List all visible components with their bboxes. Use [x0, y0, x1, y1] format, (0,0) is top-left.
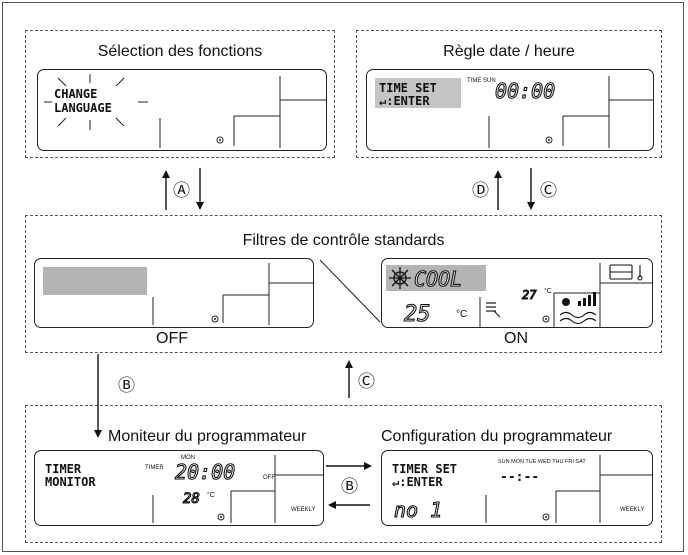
timer-monitor-display: TIMER MONITOR TIMER MON 20:00 OFF 28 °C …	[34, 450, 324, 526]
function-selection-panel: Sélection des fonctions CHANGE LANG	[25, 30, 335, 158]
on-mode-label: COOL	[414, 267, 462, 291]
timer-monitor-weekly: WEEKLY	[291, 507, 316, 513]
standard-control-panel: Filtres de contrôle standards OFF	[25, 215, 662, 353]
timer-monitor-lcd: TIMER MONITOR TIMER MON 20:00 OFF 28 °C …	[45, 455, 323, 523]
timer-config-weekly: WEEKLY	[620, 507, 645, 513]
off-on-divider	[319, 259, 381, 323]
function-selection-display: CHANGE LANGUAGE	[37, 69, 327, 151]
timer-monitor-panel: Moniteur du programmateur Configuration …	[25, 405, 662, 543]
on-set-temp-unit: °C	[456, 309, 467, 320]
timer-config-title: Configuration du programmateur	[381, 428, 613, 445]
date-time-clock: 00:00	[495, 79, 555, 103]
timer-monitor-unit: °C	[207, 491, 215, 499]
on-display: COOL 25 °C 27 °C	[381, 258, 653, 328]
function-selection-lcd: CHANGE LANGUAGE	[44, 74, 326, 148]
on-lcd: COOL 25 °C 27 °C	[386, 263, 652, 327]
on-room-temp: 27	[522, 288, 537, 302]
date-time-line2: ↵:ENTER	[379, 94, 430, 108]
date-time-indicator: TIME SUN	[467, 78, 496, 84]
date-time-display: TIME SET ↵:ENTER TIME SUN 00:00	[366, 69, 654, 151]
timer-monitor-off: OFF	[263, 475, 275, 481]
off-caption: OFF	[156, 330, 188, 347]
standard-control-title: Filtres de contrôle standards	[242, 232, 445, 249]
date-time-lcd: TIME SET ↵:ENTER TIME SUN 00:00	[375, 76, 653, 148]
off-lcd	[43, 263, 313, 325]
timer-config-display: TIMER SET ↵:ENTER SUN MON TUE WED THU FR…	[381, 450, 653, 526]
date-time-title: Règle date / heure	[443, 43, 575, 60]
on-set-temp: 25	[404, 302, 431, 327]
function-selection-line2: LANGUAGE	[54, 101, 112, 115]
timer-monitor-line2: MONITOR	[45, 475, 96, 489]
timer-config-days: SUN MON TUE WED THU FRI SAT	[498, 459, 586, 465]
timer-monitor-day: MON	[181, 455, 195, 461]
timer-monitor-line1: TIMER	[45, 462, 82, 476]
function-selection-line1: CHANGE	[54, 87, 97, 101]
timer-monitor-timer-label: TIMER	[145, 465, 164, 471]
date-time-panel: Règle date / heure TIME SET ↵:ENTER TIME…	[356, 30, 662, 158]
timer-config-line1: TIMER SET	[392, 462, 457, 476]
timer-monitor-time: 20:00	[175, 460, 235, 484]
timer-config-number: no 1	[394, 498, 442, 522]
off-display	[34, 258, 314, 328]
timer-config-lcd: TIMER SET ↵:ENTER SUN MON TUE WED THU FR…	[392, 455, 652, 523]
timer-monitor-title: Moniteur du programmateur	[108, 428, 307, 445]
on-room-temp-unit: °C	[544, 287, 552, 295]
function-selection-title: Sélection des fonctions	[97, 43, 263, 60]
timer-monitor-temp: 28	[183, 491, 200, 507]
timer-config-line2: ↵:ENTER	[392, 475, 443, 489]
timer-config-time: --:--	[500, 470, 539, 485]
date-time-line1: TIME SET	[379, 81, 437, 95]
on-caption: ON	[504, 330, 528, 347]
